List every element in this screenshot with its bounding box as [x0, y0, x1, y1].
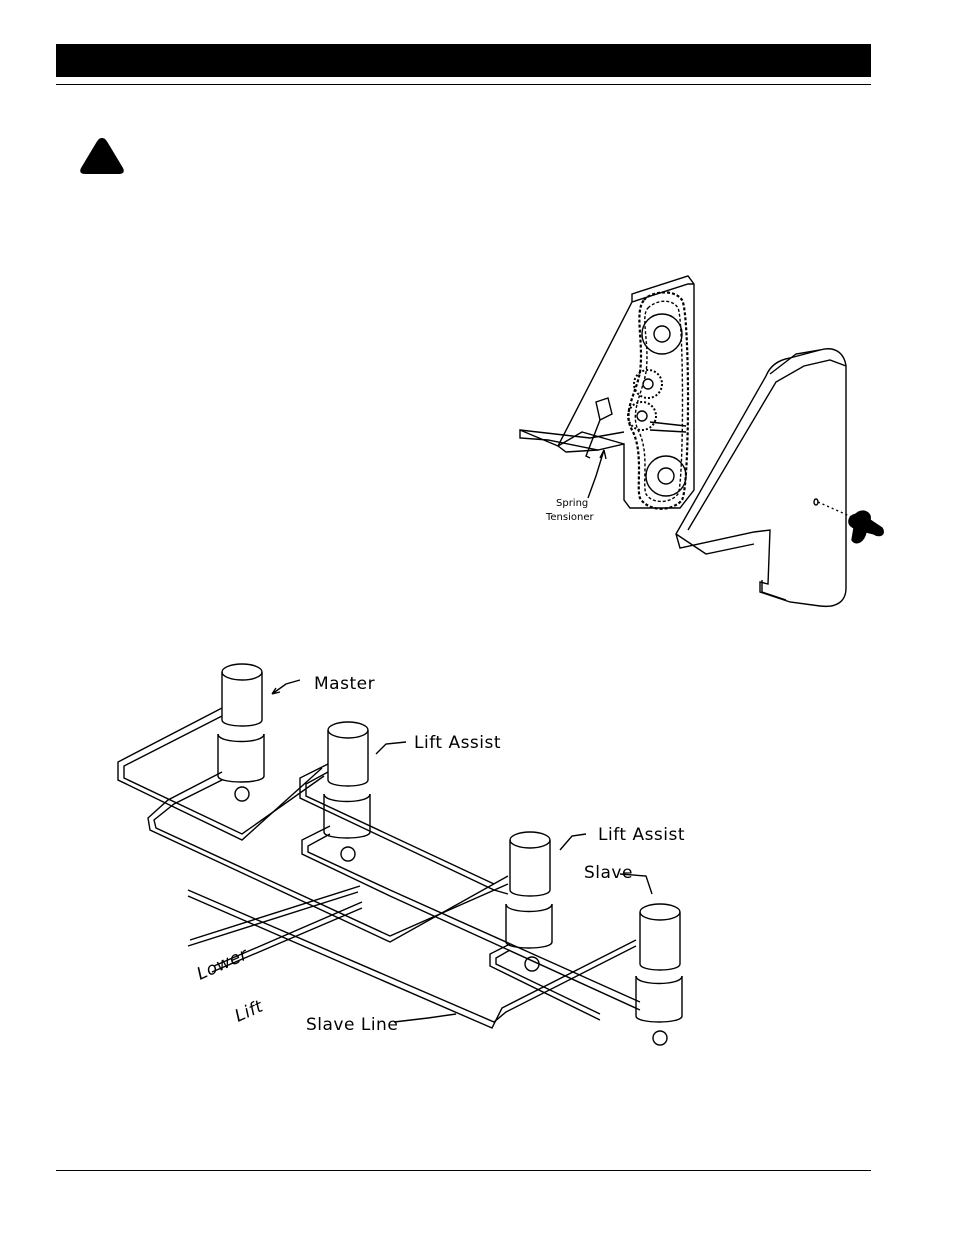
label-master: Master: [314, 674, 375, 694]
header-bar: [56, 44, 871, 77]
label-lower: Lower: [194, 944, 252, 984]
label-slave-line: Slave Line: [306, 1015, 398, 1035]
label-tensioner: Tensioner: [545, 512, 594, 523]
label-lift: Lift: [232, 996, 267, 1026]
label-lift-assist-2: Lift Assist: [598, 825, 685, 845]
cylinder-plumbing-figure: Master Lift Assist Lift Assist Slave Sla…: [90, 650, 710, 1050]
cylinder-slave: [636, 904, 682, 1045]
label-lift-assist-1: Lift Assist: [414, 733, 501, 753]
cylinder-master: [218, 664, 264, 801]
chain-drive-figure: Spring Tensioner: [500, 262, 900, 614]
cylinder-lift-assist-1: [324, 722, 370, 861]
label-spring: Spring: [556, 498, 588, 509]
label-slave: Slave: [584, 863, 633, 883]
footer-rule: [56, 1170, 871, 1171]
warning-triangle-icon: [78, 136, 126, 176]
cover: [676, 349, 846, 607]
header-rule: [56, 84, 871, 85]
cylinder-lift-assist-2: [506, 832, 552, 971]
